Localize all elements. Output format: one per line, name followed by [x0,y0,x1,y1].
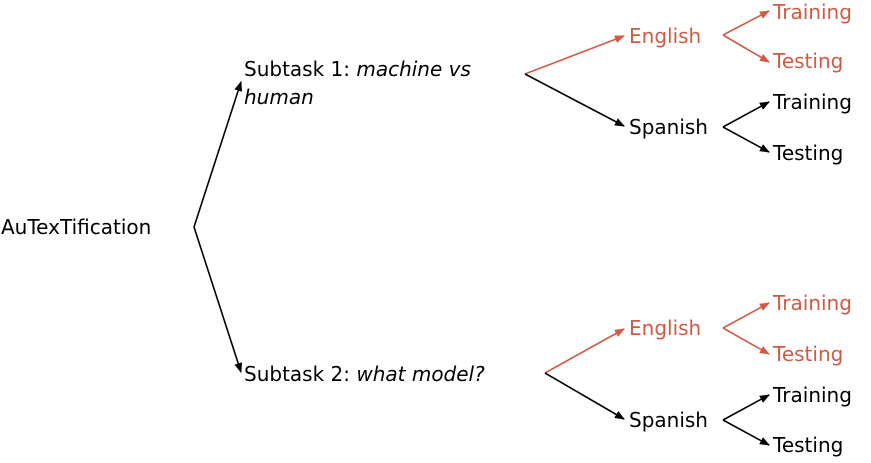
subtask2-italic: what model? [356,362,485,386]
root-node-label: AuTexTification [1,215,152,239]
subtask1-english-label: English [629,24,702,48]
subtask1-spanish-label: Spanish [629,115,708,139]
edge-s2-spanish-testing [722,419,770,446]
edge-subtask1-english [524,35,625,75]
subtask2-spanish-label: Spanish [629,408,708,432]
subtask1-italic-line2: human [244,85,314,109]
edge-s2-english-training [722,302,770,329]
edge-s2-spanish-training [722,394,770,421]
subtask2-prefix: Subtask 2: [244,362,357,386]
edge-s1-spanish-testing [722,126,770,153]
edge-s1-english-testing [722,34,770,63]
edge-subtask1-spanish [524,73,625,127]
edge-s1-english-training [722,10,770,36]
s2-english-training-label: Training [773,291,852,315]
subtask1-italic-line1: machine vs [356,57,471,81]
subtask1-prefix: Subtask 1: [244,57,357,81]
s1-english-training-label: Training [773,0,852,24]
edge-root-subtask1 [193,81,243,228]
s1-spanish-testing-label: Testing [773,141,844,165]
subtask2-label: Subtask 2: what model? [244,362,485,386]
s1-spanish-training-label: Training [773,90,852,114]
edge-subtask2-spanish [544,372,625,420]
s1-english-testing-label: Testing [773,49,844,73]
subtask2-english-label: English [629,316,702,340]
subtask1-label-line1: Subtask 1: machine vs [244,57,471,81]
s2-spanish-testing-label: Testing [773,433,844,457]
subtask1-label-line2: human [244,85,314,109]
s2-english-testing-label: Testing [773,342,844,366]
edge-root-subtask2 [193,226,243,373]
s2-spanish-training-label: Training [773,383,852,407]
edge-s1-spanish-training [722,101,770,128]
edge-s2-english-testing [722,327,770,355]
edge-subtask2-english [544,328,625,374]
